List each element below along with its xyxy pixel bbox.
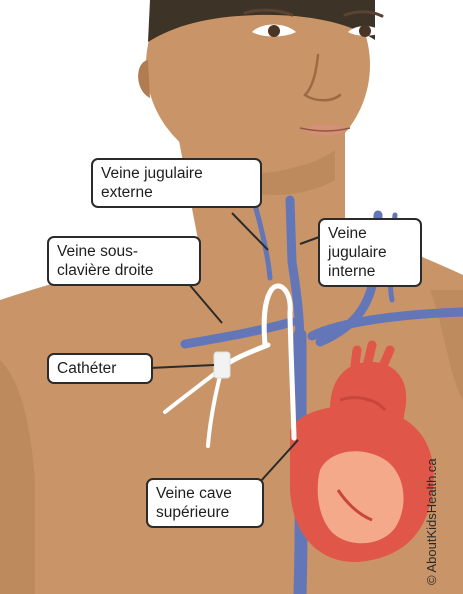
label-superior-vena-cava: Veine cave supérieure	[146, 478, 264, 528]
label-right-subclavian: Veine sous- clavière droite	[47, 236, 201, 286]
label-line-3: interne	[328, 262, 412, 281]
label-line-1: Veine	[328, 224, 412, 243]
label-line-2: jugulaire	[328, 243, 412, 262]
label-line-2: clavière droite	[57, 261, 191, 280]
label-line-2: supérieure	[156, 503, 254, 522]
label-catheter: Cathéter	[47, 353, 153, 384]
label-line-1: Cathéter	[57, 359, 143, 378]
label-external-jugular: Veine jugulaire externe	[91, 158, 262, 208]
label-line-1: Veine sous-	[57, 242, 191, 261]
label-line-1: Veine jugulaire	[101, 164, 252, 183]
label-line-1: Veine cave	[156, 484, 254, 503]
label-internal-jugular: Veine jugulaire interne	[318, 218, 422, 287]
copyright-credit: © AboutKidsHealth.ca	[424, 458, 439, 585]
label-line-2: externe	[101, 183, 252, 202]
